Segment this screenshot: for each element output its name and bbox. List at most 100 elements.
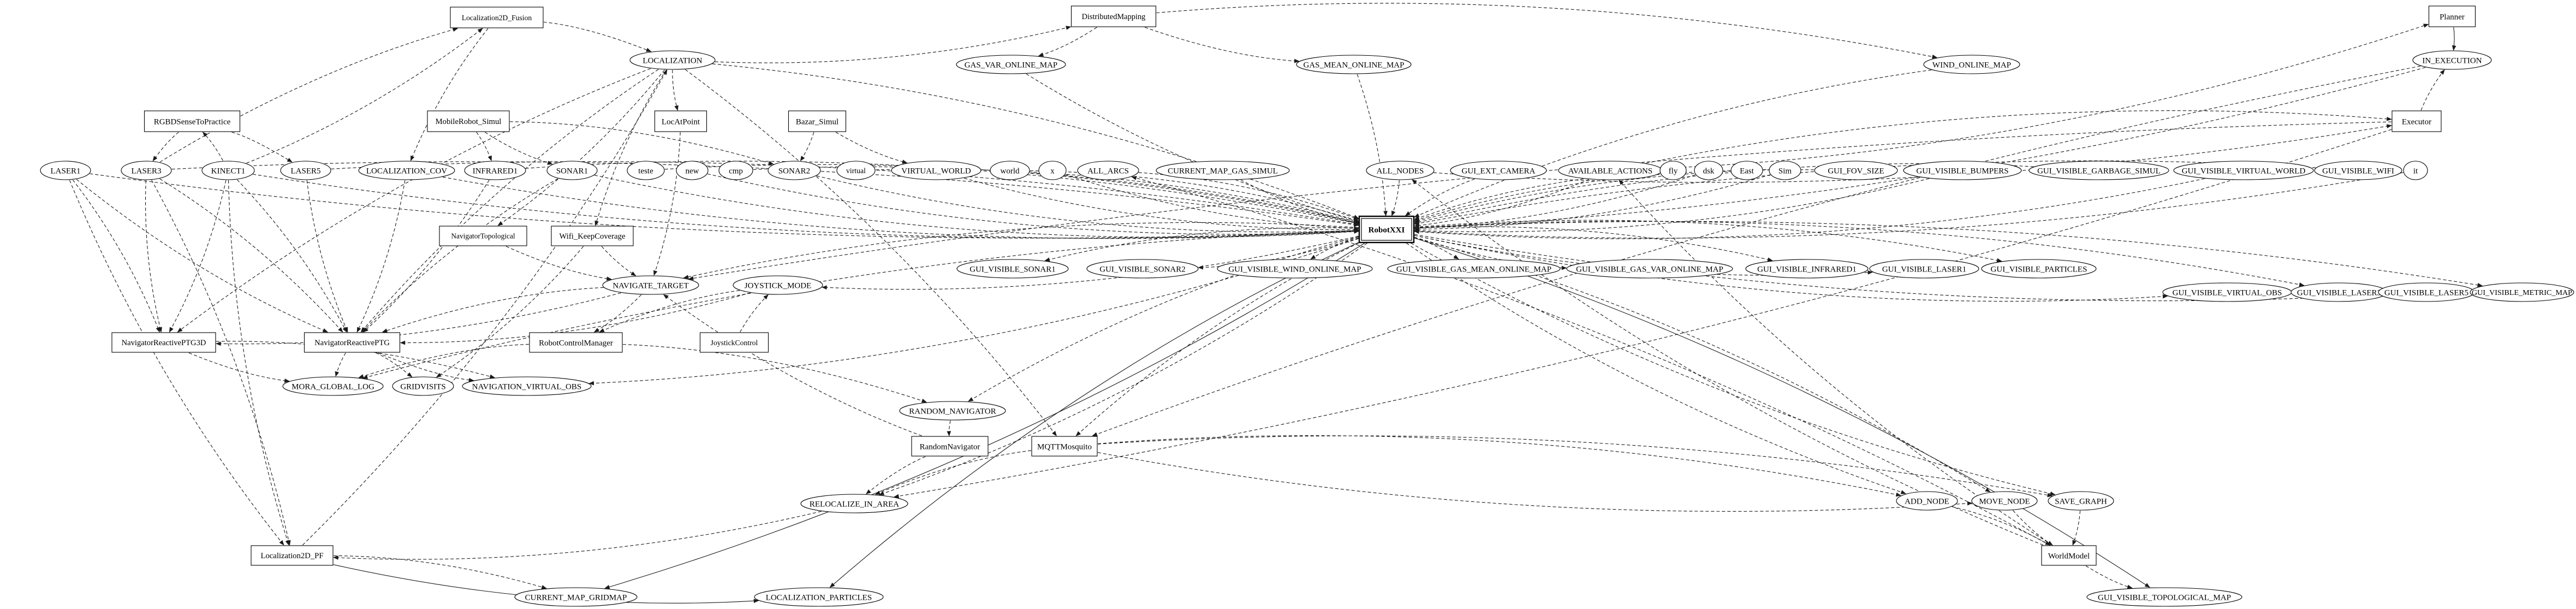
graph-node-gridvisits: GRIDVISITS [392,376,454,396]
edge-x-to-robot-xxi [1065,174,1359,230]
edge-laser3-to-localization2-d-fusion [159,27,459,163]
edge-random-navigator-to-random-navigator [947,420,951,436]
edge-gas-mean-online-map-to-robot-xxi [1357,74,1388,216]
east-ellipse [1730,161,1763,180]
gui-visible-metric-map-ellipse [2470,282,2574,302]
edge-robot-xxi-to-gui-visible-particles [1414,220,2002,263]
edge-robot-xxi-to-navigate-target [683,222,1359,279]
edge-wifi-keep-coverage-to-navigate-target [601,246,636,276]
edge-robot-xxi-to-gui-visible-virtual-obs [1414,235,2168,302]
dsk-ellipse [1694,161,1723,180]
graph-node-gui-visible-sonar1: GUI_VISIBLE_SONAR1 [956,259,1069,279]
edge-robot-xxi-to-add-node [1406,243,1907,494]
edge-mqttmosquito-to-move-node [1097,452,1973,512]
localization-ellipse [629,50,716,70]
edge-kinect1-to-rgbdsense-to-practice [202,132,223,161]
planner-box [2428,5,2476,27]
it-ellipse [2403,161,2428,180]
edge-distributed-mapping-to-gas-mean-online-map [1145,27,1300,63]
graph-node-gui-visible-gas-mean-online-map: GUI_VISIBLE_GAS_MEAN_ONLINE_MAP [1387,259,1561,279]
edge-available-actions-to-executor [1646,110,2392,164]
edge-in-execution-to-mqttmosquito [1092,66,2421,436]
edge-joystick-mode-to-robot-control-manager [599,290,740,333]
edge-east-to-robot-xxi [1414,170,1731,222]
laser1-ellipse [40,161,91,180]
graph-node-sim: Sim [1769,161,1801,180]
edge-rgbdsense-to-practice-to-laser3 [152,132,179,162]
current-map-gridmap-ellipse [514,587,638,607]
edge-localization-to-navigator-topological [497,69,665,226]
graph-node-gas-mean-online-map: GAS_MEAN_ONLINE_MAP [1296,55,1412,74]
edge-localization-to-wifi-keep-coverage [594,69,667,226]
graph-node-gui-visible-virtual-world: GUI_VISIBLE_VIRTUAL_WORLD [2173,161,2314,180]
localization-particles-ellipse [754,587,884,607]
edge-kinect1-to-localization2-d-pf [228,180,290,546]
edge-robot-xxi-to-current-map-gridmap [604,243,1365,589]
graph-node-mora-global-log: MORA_GLOBAL_LOG [282,376,384,396]
graph-node-planner: Planner [2428,5,2476,27]
laser3-ellipse [121,161,172,180]
graph-node-move-node: MOVE_NODE [1971,491,2038,511]
kinect1-ellipse [201,161,255,180]
graph-node-distributed-mapping: DistributedMapping [1070,5,1157,27]
graph-node-robot-control-manager: RobotControlManager [529,332,623,353]
edge-robot-xxi-to-mora-global-log [362,230,1359,379]
edge-available-actions-to-robot-xxi [1414,179,1590,228]
gui-visible-laser5-ellipse [2378,282,2475,302]
edge-world-model-to-all-nodes [1411,179,2044,546]
edge-laser5-to-navigator-reactive-ptg [306,180,348,333]
graph-node-localization2-d-pf: Localization2D_PF [251,545,334,566]
graph-node-navigator-topological: NavigatorTopological [439,226,527,246]
gui-ext-camera-ellipse [1450,161,1547,180]
edge-kinect1-to-localization2-d-fusion [246,28,483,164]
wind-online-map-ellipse [1923,55,2020,74]
graph-node-all-nodes: ALL_NODES [1366,161,1435,180]
sim-ellipse [1769,161,1801,180]
graph-node-navigate-target: NAVIGATE_TARGET [602,275,699,295]
rgbdsense-to-practice-box [144,110,241,132]
edge-robot-xxi-to-gui-visible-topological-map [1414,238,2150,588]
graph-node-gui-visible-bumpers: GUI_VISIBLE_BUMPERS [1903,161,2022,180]
cmp-ellipse [718,161,753,180]
edge-navigator-reactive-ptg3-d-to-navigation-virtual-obs [216,341,495,379]
bazar-simul-box [788,110,847,132]
graph-node-sonar1: SONAR1 [546,161,598,180]
edge-localization2-d-fusion-to-localization [543,21,652,52]
graph-node-mobile-robot-simul: MobileRobot_Simul [427,110,510,132]
edge-navigate-target-to-robot-control-manager [593,294,641,333]
graph-node-gui-visible-topological-map: GUI_VISIBLE_TOPOLOGICAL_MAP [2086,587,2242,607]
edge-world-model-to-all-arcs [1131,176,2050,546]
graph-node-cmp: cmp [718,161,753,180]
robot-xxi-box [1358,215,1415,244]
graph-node-bazar-simul: Bazar_Simul [788,110,847,132]
gui-visible-infrared1-ellipse [1745,259,1869,279]
graph-node-dsk: dsk [1694,161,1723,180]
edge-laser3-to-navigator-reactive-ptg3-d [145,180,162,333]
navigator-reactive-ptg-box [304,332,401,353]
teste-ellipse [627,161,665,180]
gui-visible-wind-online-map-ellipse [1217,259,1373,279]
edge-distributed-mapping-to-wind-online-map [1156,3,1938,59]
edge-localization-to-mqttmosquito [685,69,1057,436]
gui-visible-laser1-ellipse [1869,259,1979,279]
graph-node-gui-visible-garbage-simul: GUI_VISIBLE_GARBAGE_SIMUL [2028,161,2169,180]
graph-node-gui-visible-infrared1: GUI_VISIBLE_INFRARED1 [1745,259,1869,279]
edge-localization-to-navigator-reactive-ptg3-d [177,68,651,333]
sonar1-ellipse [546,161,598,180]
graph-node-in-execution: IN_EXECUTION [2412,50,2492,70]
edge-robot-xxi-to-navigation-virtual-obs [588,238,1359,386]
edge-rgbdsense-to-practice-to-laser5 [231,132,293,163]
graph-node-current-map-gridmap: CURRENT_MAP_GRIDMAP [514,587,638,607]
edge-world-model-to-gui-visible-topological-map [2085,565,2133,589]
graph-node-navigator-reactive-ptg3-d: NavigatorReactivePTG3D [111,332,216,353]
edge-kinect1-to-robot-xxi [253,174,1359,239]
edge-planner-to-in-execution [2452,27,2456,51]
edge-localization2-d-pf-to-current-map-gridmap [333,555,547,589]
new-ellipse [676,161,709,180]
edge-bazar-simul-to-virtual-world [835,132,908,164]
graph-node-all-arcs: ALL_ARCS [1077,161,1139,180]
move-node-ellipse [1971,491,2038,511]
